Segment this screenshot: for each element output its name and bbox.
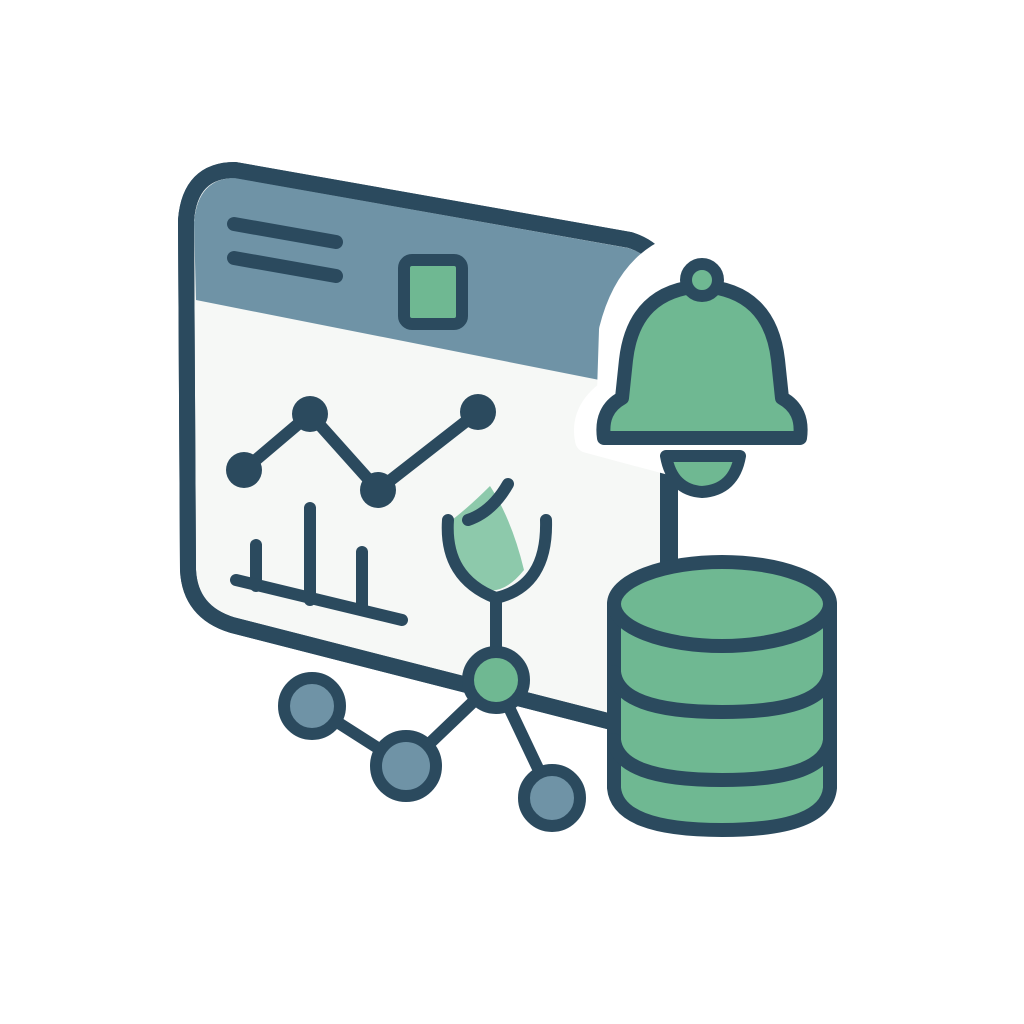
droplet-fill: [451, 486, 524, 591]
bell-icon: [574, 229, 830, 578]
droplet-icon: [441, 478, 553, 668]
bar-baseline: [230, 574, 408, 626]
network-node: [518, 764, 586, 832]
line-chart-path: [238, 406, 484, 496]
line-point: [460, 394, 496, 430]
database-icon: [607, 555, 837, 837]
database-ring: [607, 733, 837, 788]
bell-knob: [680, 258, 724, 302]
bell-body: [596, 279, 808, 445]
line-point: [360, 472, 396, 508]
network-node: [370, 730, 442, 802]
database-top: [607, 555, 837, 653]
header-square: [398, 254, 468, 330]
line-chart-icon: [226, 394, 496, 508]
droplet-tip: [462, 478, 514, 526]
menu-line-2: [227, 251, 343, 283]
network-hub-node: [462, 646, 530, 714]
network-node: [278, 672, 346, 740]
bar-chart-icon: [230, 502, 408, 626]
bell-clapper: [660, 450, 746, 498]
network-nodes-icon: [278, 646, 586, 832]
line-point: [226, 452, 262, 488]
line-point: [292, 396, 328, 432]
menu-line-1: [227, 217, 343, 249]
database-ring: [607, 665, 837, 720]
